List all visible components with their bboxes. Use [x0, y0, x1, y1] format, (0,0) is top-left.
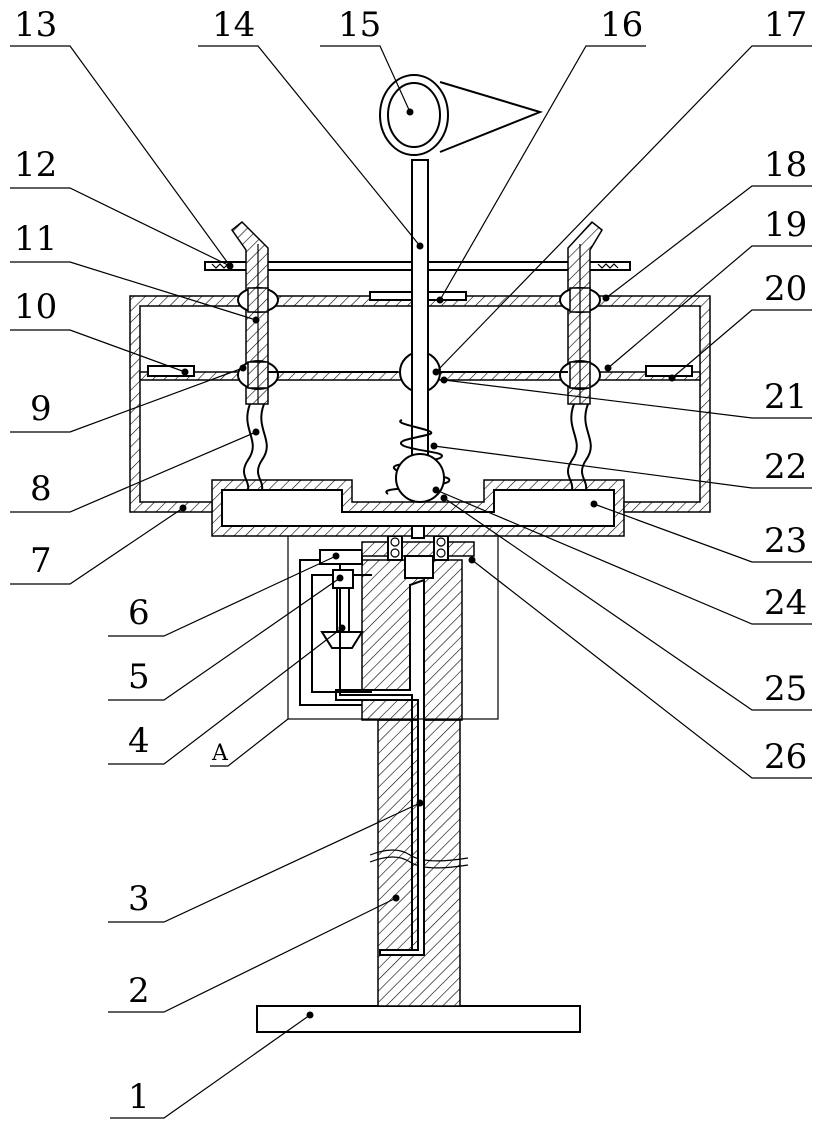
mechanism — [130, 75, 710, 1032]
base-plate — [257, 1006, 580, 1032]
label-26: 26 — [764, 737, 807, 777]
chamber-outlet — [412, 526, 424, 538]
label-15: 15 — [338, 5, 381, 45]
shaft-coupling — [405, 556, 433, 578]
label-4: 4 — [128, 721, 150, 761]
right-hose — [568, 404, 577, 490]
label-23: 23 — [764, 521, 807, 561]
label-7: 7 — [30, 541, 52, 581]
right-hose-b — [582, 404, 591, 490]
left-hose-b — [258, 404, 267, 490]
label-11: 11 — [14, 219, 57, 259]
label-3: 3 — [128, 879, 150, 919]
label-22: 22 — [764, 447, 807, 487]
wind-cone — [440, 82, 540, 152]
label-14: 14 — [212, 5, 255, 45]
label-12: 12 — [14, 145, 57, 185]
label-17: 17 — [764, 5, 807, 45]
bottom-flange — [362, 542, 474, 556]
label-10: 10 — [14, 287, 57, 327]
label-1: 1 — [128, 1077, 150, 1117]
label-25: 25 — [764, 669, 807, 709]
sensor-head-inner — [388, 83, 440, 147]
label-16: 16 — [600, 5, 643, 45]
label-24: 24 — [764, 583, 807, 623]
label-6: 6 — [128, 593, 150, 633]
valve-plate — [320, 550, 362, 564]
label-5: 5 — [128, 657, 150, 697]
detail-marker-a: A — [211, 741, 229, 766]
central-rod — [412, 160, 428, 460]
label-19: 19 — [764, 205, 807, 245]
valve-cone — [322, 632, 362, 648]
left-hose — [244, 404, 253, 490]
sensor-head-ring — [380, 75, 448, 155]
label-8: 8 — [30, 469, 52, 509]
label-18: 18 — [764, 145, 807, 185]
label-20: 20 — [764, 269, 807, 309]
label-2: 2 — [128, 971, 150, 1011]
lower-ball — [396, 454, 444, 502]
label-9: 9 — [30, 389, 52, 429]
label-21: 21 — [764, 377, 807, 417]
label-13: 13 — [14, 5, 57, 45]
